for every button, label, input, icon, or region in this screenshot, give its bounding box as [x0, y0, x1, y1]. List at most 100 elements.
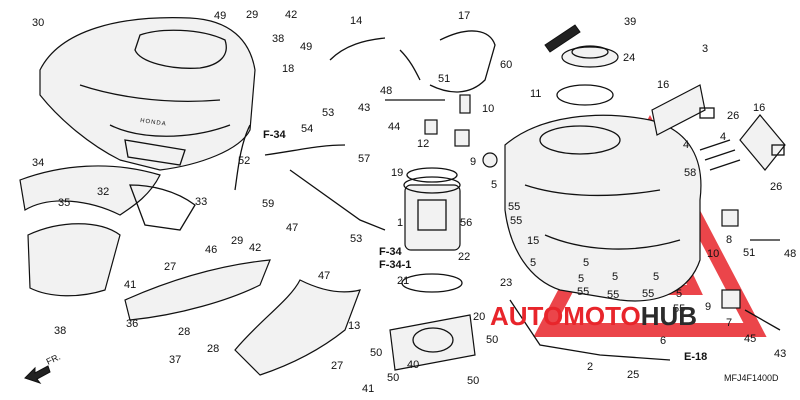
- callout-43: 43: [358, 102, 370, 114]
- callout-55f: 55: [510, 215, 522, 227]
- fuel-cap: [544, 24, 619, 106]
- callout-18: 18: [282, 63, 294, 75]
- callout-16b: 16: [753, 102, 765, 114]
- callout-48: 48: [380, 85, 392, 97]
- callout-21: 21: [397, 275, 409, 287]
- callout-40: 40: [407, 359, 419, 371]
- callout-6: 6: [660, 335, 666, 347]
- callout-5e: 5: [612, 271, 618, 283]
- callout-28b: 28: [207, 343, 219, 355]
- callout-27b: 27: [331, 360, 343, 372]
- callout-17: 17: [458, 10, 470, 22]
- callout-44: 44: [388, 121, 400, 133]
- callout-24: 24: [623, 52, 635, 64]
- callout-5g: 5: [676, 288, 682, 300]
- callout-labels: 30 49 29 42 38 49 14 17 39 60 24 3 18 53…: [32, 9, 796, 395]
- side-cover: [19, 165, 196, 231]
- callout-25: 25: [627, 369, 639, 381]
- mount-hardware: [385, 94, 781, 331]
- callout-4: 4: [683, 139, 689, 151]
- callout-5f: 5: [653, 271, 659, 283]
- callout-1: 1: [397, 217, 403, 229]
- callout-20: 20: [473, 311, 485, 323]
- callout-59: 59: [262, 198, 274, 210]
- callout-5d: 5: [578, 273, 584, 285]
- callout-42b: 42: [249, 242, 261, 254]
- callout-47b: 47: [318, 270, 330, 282]
- callout-23: 23: [500, 277, 512, 289]
- callout-10: 10: [482, 103, 494, 115]
- callout-42: 42: [285, 9, 297, 21]
- callout-55d: 55: [642, 288, 654, 300]
- callout-9: 9: [470, 156, 476, 168]
- callout-48b: 48: [784, 248, 796, 260]
- callout-50b: 50: [486, 334, 498, 346]
- callout-5c: 5: [583, 257, 589, 269]
- callout-35: 35: [58, 197, 70, 209]
- diagram-code: MFJ4F1400D: [724, 373, 779, 383]
- callout-16: 16: [657, 79, 669, 91]
- callout-51: 51: [438, 73, 450, 85]
- pump-plate: [389, 314, 476, 371]
- tank-cover: HONDA: [39, 17, 256, 171]
- callout-49b: 49: [300, 41, 312, 53]
- callout-50d: 50: [467, 375, 479, 387]
- callout-55e: 55: [673, 303, 685, 315]
- callout-12: 12: [417, 138, 429, 150]
- watermark-brand: AUTOMOTOHUB: [490, 301, 697, 331]
- callout-10b: 10: [707, 248, 719, 260]
- ref-f34-top: F-34: [263, 129, 287, 141]
- callout-41b: 41: [362, 383, 374, 395]
- lower-side-panels: [124, 259, 361, 376]
- callout-43b: 43: [774, 348, 786, 360]
- callout-2: 2: [587, 361, 593, 373]
- callout-37: 37: [169, 354, 181, 366]
- callout-5a: 5: [491, 179, 497, 191]
- watermark-text: AUTOMOTOHUB: [490, 301, 697, 331]
- seat-pad: [27, 223, 121, 297]
- drain-tube: [509, 299, 671, 361]
- callout-4b: 4: [720, 131, 726, 143]
- callout-32: 32: [97, 186, 109, 198]
- ref-f34-mid: F-34: [379, 246, 403, 258]
- callout-30: 30: [32, 17, 44, 29]
- callout-36: 36: [126, 318, 138, 330]
- callout-38: 38: [272, 33, 284, 45]
- callout-56: 56: [460, 217, 472, 229]
- ref-e18: E-18: [684, 351, 707, 363]
- front-direction-arrow: FR.: [24, 352, 62, 384]
- callout-5b: 5: [530, 257, 536, 269]
- callout-7: 7: [726, 317, 732, 329]
- front-direction-label: FR.: [45, 352, 62, 367]
- callout-45: 45: [744, 333, 756, 345]
- callout-8: 8: [726, 234, 732, 246]
- callout-27a: 27: [164, 261, 176, 273]
- callout-14: 14: [350, 15, 362, 27]
- callout-22: 22: [458, 251, 470, 263]
- callout-53b: 53: [350, 233, 362, 245]
- callout-50a: 50: [370, 347, 382, 359]
- callout-46: 46: [205, 244, 217, 256]
- callout-57: 57: [358, 153, 370, 165]
- callout-3: 3: [702, 43, 708, 55]
- fuel-tank: [504, 114, 702, 302]
- watermark-part1: AUTOMOTO: [490, 301, 641, 331]
- hoses: [234, 30, 496, 231]
- watermark-part2: HUB: [641, 301, 697, 331]
- callout-26: 26: [727, 110, 739, 122]
- callout-53: 53: [322, 107, 334, 119]
- callout-29b: 29: [231, 235, 243, 247]
- callout-47a: 47: [286, 222, 298, 234]
- reference-labels: F-34 F-34 F-34-1 E-18 MFJ4F1400D: [263, 129, 779, 383]
- callout-54: 54: [301, 123, 313, 135]
- callout-34: 34: [32, 157, 44, 169]
- callout-60: 60: [500, 59, 512, 71]
- callout-15: 15: [527, 235, 539, 247]
- callout-52: 52: [238, 155, 250, 167]
- ref-f34-1: F-34-1: [379, 259, 411, 271]
- callout-9b: 9: [705, 301, 711, 313]
- callout-19: 19: [391, 167, 403, 179]
- callout-28a: 28: [178, 326, 190, 338]
- callout-50c: 50: [387, 372, 399, 384]
